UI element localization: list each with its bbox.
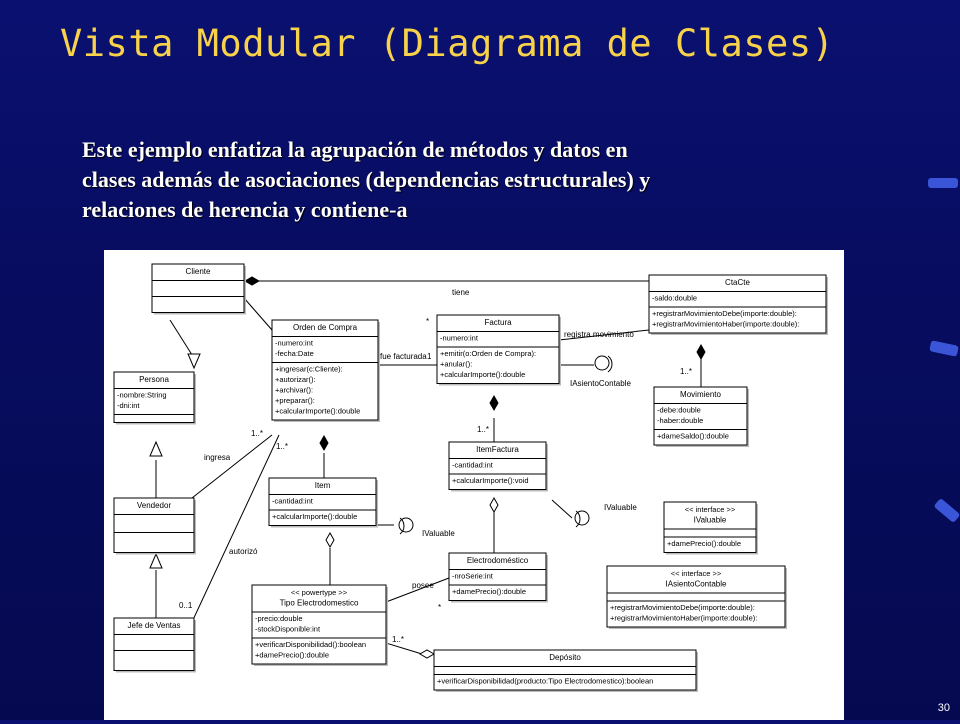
multiplicity-label: *: [438, 603, 441, 612]
multiplicity-label: 1..*: [477, 425, 489, 434]
class-method: +registrarMovimientoDebe(importe:double)…: [652, 309, 797, 318]
multiplicity-label: 1..*: [680, 367, 692, 376]
class-attribute: -stockDisponible:int: [255, 625, 321, 634]
class-name: IValuable: [694, 516, 727, 525]
class-method: +damePrecio():double: [255, 651, 329, 660]
class-name: CtaCte: [725, 278, 750, 287]
multiplicity-label: 1: [427, 352, 432, 361]
class-ivaluable: << interface >> IValuable +damePrecio():do…: [663, 501, 758, 555]
assoc-label-fue-facturada: fue facturada: [380, 352, 427, 361]
class-item: Item-cantidad:int +calcularImporte():doub…: [268, 477, 378, 528]
class-method: +ingresar(c:Cliente):: [275, 365, 343, 374]
class-tipo: << powertype >> Tipo Electrodomestico -pre…: [251, 584, 388, 666]
class-ctacte: CtaCte -saldo:double +registrarMovimientoD…: [648, 274, 828, 335]
multiplicity-label: 0..1: [179, 601, 193, 610]
class-name: Depósito: [549, 653, 581, 662]
class-movimiento: Movimiento -debe:double-haber:double +dame…: [653, 386, 749, 447]
class-method: +calcularImporte():void: [452, 476, 529, 485]
class-stereotype: << interface >>: [671, 569, 722, 578]
class-method: +registrarMovimientoHaber(importe:double…: [610, 614, 757, 623]
class-name: Persona: [139, 375, 169, 384]
assoc-label-autorizo: autorizó: [229, 547, 258, 556]
intro-line: Este ejemplo enfatiza la agrupación de m…: [82, 137, 628, 162]
class-attribute: -dni:int: [117, 401, 140, 410]
class-name: Item: [315, 481, 331, 490]
class-factura: Factura -numero:int +emitir(o:Orden de Com…: [436, 314, 561, 386]
class-method: +verificarDisponibilidad():boolean: [255, 640, 366, 649]
page-number: 30: [937, 702, 950, 714]
class-attribute: -fecha:Date: [275, 349, 314, 358]
interface-label-ivaluable: IValuable: [604, 503, 637, 512]
class-name: Electrodoméstico: [467, 556, 529, 565]
class-attribute: -numero:int: [440, 334, 479, 343]
class-iasiento: << interface >> IAsientoContable +registra…: [606, 565, 787, 629]
class-name: Tipo Electrodomestico: [280, 599, 359, 608]
class-name: Vendedor: [137, 501, 172, 510]
class-stereotype: << powertype >>: [291, 588, 348, 597]
class-vendedor: Vendedor: [113, 497, 196, 555]
class-method: +autorizar():: [275, 375, 316, 384]
assoc-label-posee: posee: [412, 581, 434, 590]
interface-label-iasiento: IAsientoContable: [570, 379, 631, 388]
decor-mark: [929, 340, 959, 357]
multiplicity-label: 1..*: [392, 635, 404, 644]
class-name: Jefe de Ventas: [128, 621, 181, 630]
class-name: IAsientoContable: [666, 580, 727, 589]
class-name: Orden de Compra: [293, 323, 358, 332]
class-attribute: -saldo:double: [652, 294, 697, 303]
class-method: +calcularImporte():double: [440, 370, 525, 379]
class-method: +preparar():: [275, 396, 315, 405]
class-attribute: -precio:double: [255, 614, 303, 623]
class-attribute: -numero:int: [275, 339, 314, 348]
intro-line: relaciones de herencia y contiene-a: [82, 197, 408, 222]
class-method: +registrarMovimientoHaber(importe:double…: [652, 320, 799, 329]
assoc-label-tiene: tiene: [452, 288, 470, 297]
class-deposito: Depósito +verificarDisponibilidad(product…: [433, 649, 698, 692]
class-method: +dameSaldo():double: [657, 432, 729, 441]
assoc-label-ingresa: ingresa: [204, 453, 231, 462]
slide-title: Vista Modular (Diagrama de Clases): [60, 22, 835, 65]
class-method: +damePrecio():double: [667, 539, 741, 548]
intro-line: clases además de asociaciones (dependenc…: [82, 167, 651, 192]
class-jefe: Jefe de Ventas: [113, 617, 196, 673]
class-attribute: -cantidad:int: [452, 461, 494, 470]
interface-label-ivaluable: IValuable: [422, 529, 455, 538]
class-attribute: -nombre:String: [117, 391, 167, 400]
class-method: +emitir(o:Orden de Compra):: [440, 349, 536, 358]
class-name: Cliente: [186, 267, 211, 276]
class-method: +damePrecio():double: [452, 587, 526, 596]
multiplicity-label: 1..*: [276, 442, 288, 451]
class-attribute: -haber:double: [657, 416, 703, 425]
class-attribute: -nroSerie:int: [452, 572, 494, 581]
class-method: +verificarDisponibilidad(producto:Tipo E…: [437, 677, 653, 686]
class-method: +anular():: [440, 360, 472, 369]
class-method: +registrarMovimientoDebe(importe:double)…: [610, 603, 755, 612]
class-name: ItemFactura: [476, 445, 519, 454]
class-attribute: -cantidad:int: [272, 497, 314, 506]
class-itemfactura: ItemFactura -cantidad:int +calcularImporte…: [448, 441, 548, 492]
multiplicity-label: *: [426, 317, 429, 326]
class-name: Movimiento: [680, 390, 721, 399]
decor-mark: [928, 178, 958, 188]
class-electro: Electrodoméstico -nroSerie:int +damePrecio…: [448, 552, 548, 603]
class-persona: Persona -nombre:String-dni:int: [113, 371, 196, 425]
class-name: Factura: [484, 318, 512, 327]
intro-text: Este ejemplo enfatiza la agrupación de m…: [82, 135, 882, 225]
class-cliente: Cliente: [151, 263, 246, 315]
class-method: +archivar():: [275, 386, 313, 395]
class-method: +calcularImporte():double: [272, 512, 357, 521]
class-orden: Orden de Compra -numero:int-fecha:Date +in…: [271, 319, 380, 422]
class-attribute: -debe:double: [657, 406, 701, 415]
multiplicity-label: 1..*: [251, 429, 263, 438]
class-method: +calcularImporte():double: [275, 407, 360, 416]
assoc-label-registra: registra movimiento: [564, 330, 634, 339]
class-stereotype: << interface >>: [685, 505, 736, 514]
decor-mark: [933, 497, 960, 524]
